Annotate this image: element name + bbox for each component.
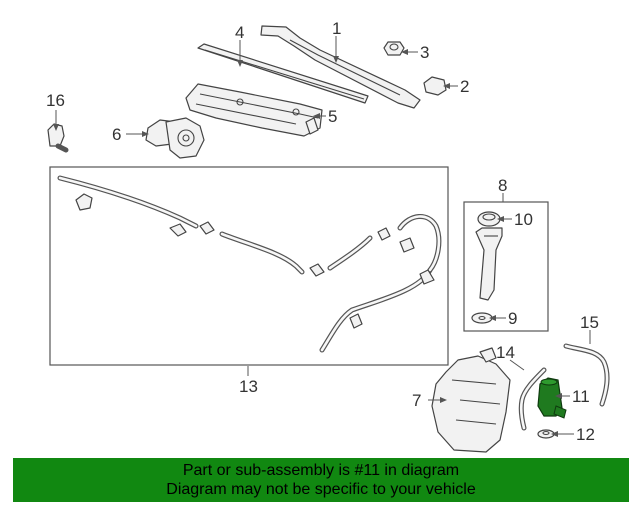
part-8-filler-assembly[interactable] (463, 201, 549, 332)
callout-5: 5 (328, 107, 337, 126)
part-6-wiper-motor[interactable] (145, 117, 205, 159)
part-1-wiper-arm[interactable] (260, 25, 421, 109)
callout-4: 4 (235, 23, 244, 42)
callout-10: 10 (514, 210, 533, 229)
leader-lines (55, 36, 591, 435)
callout-8: 8 (498, 176, 507, 195)
callout-labels: 1 2 3 4 5 6 7 8 9 10 11 12 13 14 15 16 (46, 19, 599, 444)
callout-12: 12 (576, 425, 595, 444)
callout-2: 2 (460, 77, 469, 96)
callout-9: 9 (508, 309, 517, 328)
part-14-hose[interactable] (518, 367, 547, 431)
callout-13: 13 (239, 377, 258, 396)
callout-14: 14 (496, 343, 515, 362)
banner-line-1: Part or sub-assembly is #11 in diagram (182, 462, 460, 479)
part-3-nut[interactable] (383, 41, 405, 56)
part-16-nozzle[interactable] (47, 123, 69, 153)
banner-line-2: Diagram may not be specific to your vehi… (166, 481, 476, 498)
leader-arrows (53, 49, 562, 437)
part-11-washer-pump[interactable] (537, 377, 567, 419)
callout-6: 6 (112, 125, 121, 144)
part-10-filler-cap[interactable] (477, 211, 501, 227)
callout-3: 3 (420, 43, 429, 62)
callout-7: 7 (412, 391, 421, 410)
part-9-seal[interactable] (471, 312, 493, 324)
part-13-hose-assembly[interactable] (49, 166, 449, 366)
part-7-washer-reservoir[interactable] (431, 347, 511, 453)
info-banner: Part or sub-assembly is #11 in diagram D… (13, 458, 629, 502)
callout-1: 1 (332, 19, 341, 38)
part-15-hose[interactable] (563, 343, 610, 407)
callout-11: 11 (572, 387, 590, 406)
callout-16: 16 (46, 91, 65, 110)
callout-15: 15 (580, 313, 599, 332)
part-2-cap[interactable] (423, 76, 447, 96)
part-5-wiper-linkage[interactable] (185, 83, 323, 137)
